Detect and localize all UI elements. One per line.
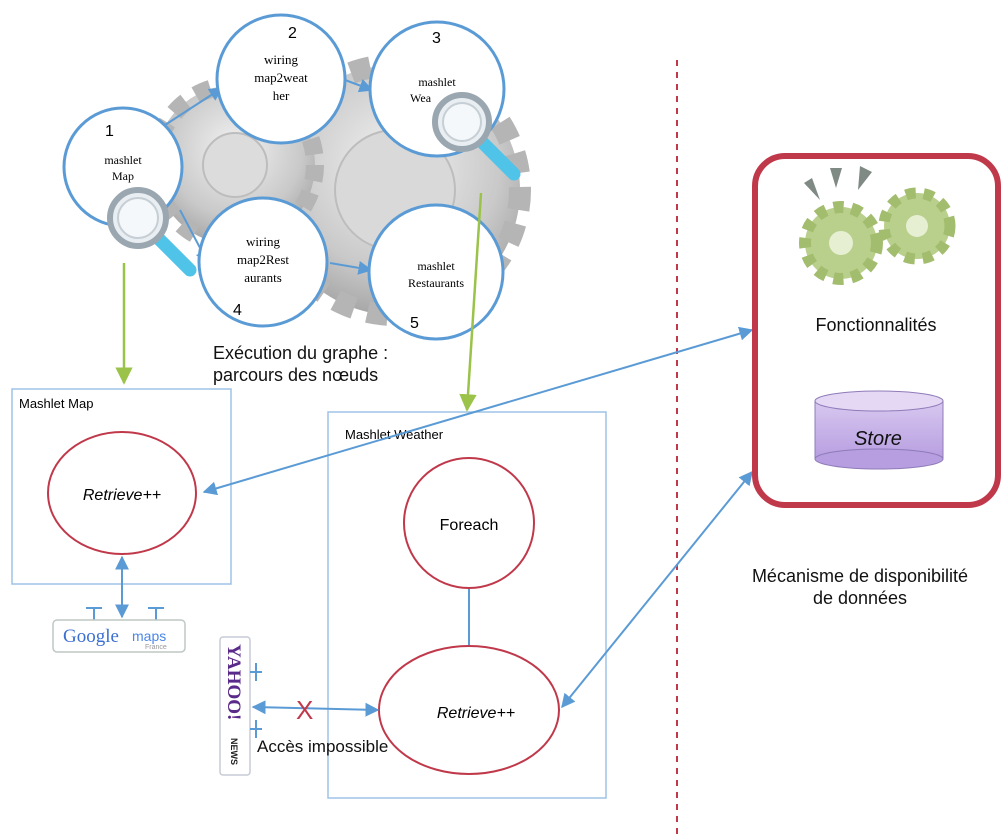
node-label-line: mashlet bbox=[104, 153, 142, 167]
mechanism-label: Mécanisme de disponibilité bbox=[752, 566, 968, 586]
box-title: Mashlet Weather bbox=[345, 427, 444, 442]
node-number: 4 bbox=[233, 302, 242, 319]
edge-1-2 bbox=[164, 87, 224, 126]
node-label-line: map2Rest bbox=[237, 252, 289, 267]
node-label-line: map2weat bbox=[254, 70, 308, 85]
node-label-line: aurants bbox=[244, 270, 282, 285]
node-label-line: mashlet bbox=[418, 75, 456, 89]
foreach-label: Foreach bbox=[440, 517, 499, 534]
mashlet-map-box[interactable]: Mashlet Map Retrieve++ bbox=[11, 388, 232, 585]
node-number: 5 bbox=[410, 315, 419, 332]
box-title: Mashlet Map bbox=[19, 396, 93, 411]
store-label: Store bbox=[854, 428, 902, 450]
store-cylinder-icon bbox=[814, 390, 944, 470]
google-text: Google bbox=[63, 626, 119, 647]
gears-icon bbox=[799, 166, 956, 285]
graph-node-2[interactable]: 2 wiring map2weat her bbox=[215, 13, 347, 145]
node-label-line: her bbox=[273, 88, 290, 103]
edge-4-5 bbox=[329, 260, 373, 275]
node-label-line: wiring bbox=[264, 52, 298, 67]
node-number: 3 bbox=[432, 30, 441, 47]
node-number: 2 bbox=[288, 25, 297, 42]
magnifier-icon bbox=[432, 92, 521, 181]
graph-node-5[interactable]: mashlet Restaurants 5 bbox=[367, 203, 505, 341]
node-label-line: mashlet bbox=[417, 259, 455, 273]
node-label-line: wiring bbox=[246, 234, 280, 249]
yahoo-text: YAHOO! bbox=[223, 644, 244, 720]
graph-caption: parcours des nœuds bbox=[213, 365, 378, 385]
edge-2-3 bbox=[344, 79, 374, 93]
yahoo-news-logo: YAHOO! NEWS bbox=[219, 636, 262, 776]
magnifier-icon bbox=[107, 187, 197, 277]
weather-to-panel-arrow bbox=[561, 470, 753, 709]
blocked-label: Accès impossible bbox=[257, 737, 388, 756]
node-label-line: Wea bbox=[410, 91, 432, 105]
blocked-mark: X bbox=[296, 695, 313, 725]
news-text: NEWS bbox=[229, 738, 239, 765]
graph-node-4[interactable]: wiring map2Rest aurants 4 bbox=[197, 196, 329, 328]
blocked-arrow bbox=[251, 700, 380, 717]
retrieve-label: Retrieve++ bbox=[83, 487, 161, 504]
retrieve-ellipse[interactable] bbox=[47, 431, 197, 555]
google-maps-logo: Google maps France bbox=[52, 607, 186, 653]
france-text: France bbox=[145, 644, 167, 651]
features-label: Fonctionnalités bbox=[815, 315, 936, 335]
map-to-panel-arrow bbox=[202, 326, 754, 496]
node-label-line: Restaurants bbox=[408, 276, 464, 290]
maps-text: maps bbox=[132, 628, 166, 644]
graph-caption: Exécution du graphe : bbox=[213, 343, 388, 363]
mechanism-label: de données bbox=[813, 588, 907, 608]
data-availability-panel[interactable]: Fonctionnalités Store bbox=[752, 153, 1001, 508]
node-label-line: Map bbox=[112, 169, 134, 183]
node-number: 1 bbox=[105, 123, 114, 140]
retrieve-label: Retrieve++ bbox=[437, 705, 515, 722]
